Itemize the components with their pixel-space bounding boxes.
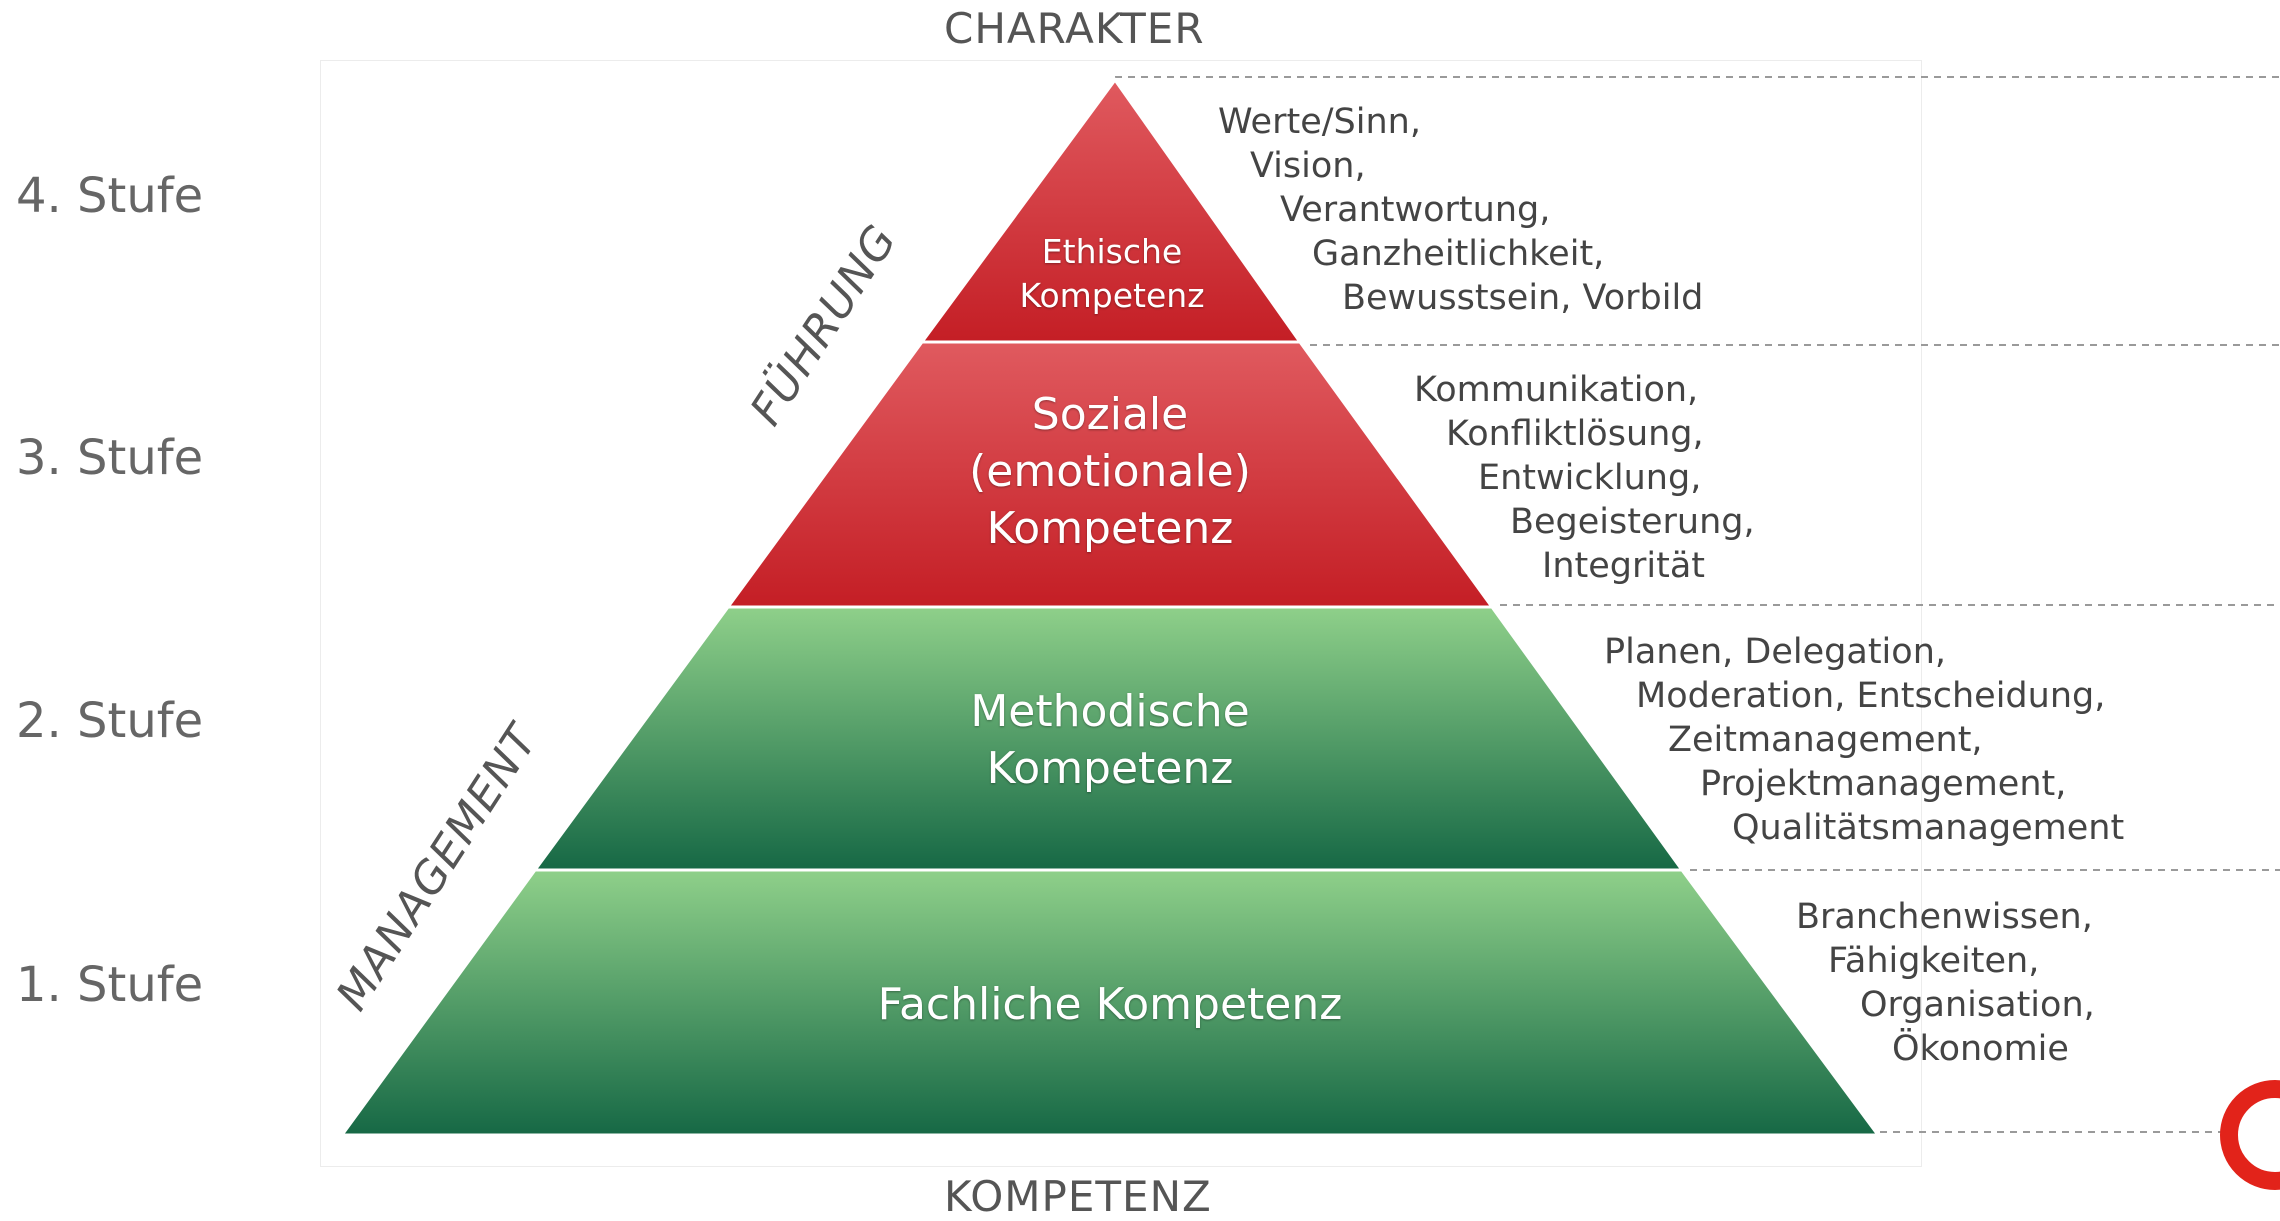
detail-line: Ökonomie [1892,1029,2069,1069]
detail-line: Qualitätsmanagement [1732,808,2125,848]
stage-label-1: 1. Stufe [16,957,204,1013]
detail-line: Entwicklung, [1478,458,1702,498]
detail-line: Projektmanagement, [1700,764,2067,804]
tier-title-soziale: Soziale (emotionale) Kompetenz [969,386,1251,557]
detail-line: Bewusstsein, Vorbild [1342,278,1704,318]
tier-title-line: (emotionale) [969,446,1251,497]
tier-title-line: Methodische [970,686,1250,737]
detail-line: Planen, Delegation, [1604,632,1947,672]
details-soziale: Kommunikation, Konfliktlösung, Entwicklu… [1414,368,1755,588]
detail-line: Organisation, [1860,985,2095,1025]
details-ethische: Werte/Sinn, Vision, Verantwortung, Ganzh… [1218,100,1703,320]
detail-line: Branchenwissen, [1796,897,2093,937]
detail-line: Ganzheitlichkeit, [1312,234,1605,274]
details-fachliche: Branchenwissen, Fähigkeiten, Organisatio… [1796,895,2095,1071]
detail-line: Fähigkeiten, [1828,941,2040,981]
stage-label-3: 3. Stufe [16,430,204,486]
detail-line: Begeisterung, [1510,502,1755,542]
tier-fachliche [339,868,1881,1137]
bottom-label: KOMPETENZ [944,1172,1212,1221]
detail-line: Moderation, Entscheidung, [1636,676,2106,716]
detail-line: Vision, [1250,146,1366,186]
tier-title-line: Kompetenz [986,743,1234,794]
tier-title-line: Soziale [1031,389,1189,440]
detail-line: Integrität [1542,546,1705,586]
top-label: CHARAKTER [944,4,1205,53]
detail-line: Kommunikation, [1414,370,1699,410]
tier-title-line: Kompetenz [986,503,1234,554]
detail-line: Werte/Sinn, [1218,102,1421,142]
tier-title-line: Kompetenz [1019,276,1205,315]
detail-line: Verantwortung, [1280,190,1551,230]
tier-title-line: Ethische [1041,232,1183,271]
tier-title-fachliche: Fachliche Kompetenz [878,976,1343,1033]
tier-title-line: Fachliche Kompetenz [877,979,1343,1030]
stage-label-4: 4. Stufe [16,168,204,224]
details-methodische: Planen, Delegation, Moderation, Entschei… [1604,630,2124,850]
stage-label-2: 2. Stufe [16,693,204,749]
tier-title-methodische: Methodische Kompetenz [970,683,1249,797]
tier-title-ethische: Ethische Kompetenz [1019,230,1204,318]
detail-line: Zeitmanagement, [1668,720,1983,760]
detail-line: Konfliktlösung, [1446,414,1704,454]
